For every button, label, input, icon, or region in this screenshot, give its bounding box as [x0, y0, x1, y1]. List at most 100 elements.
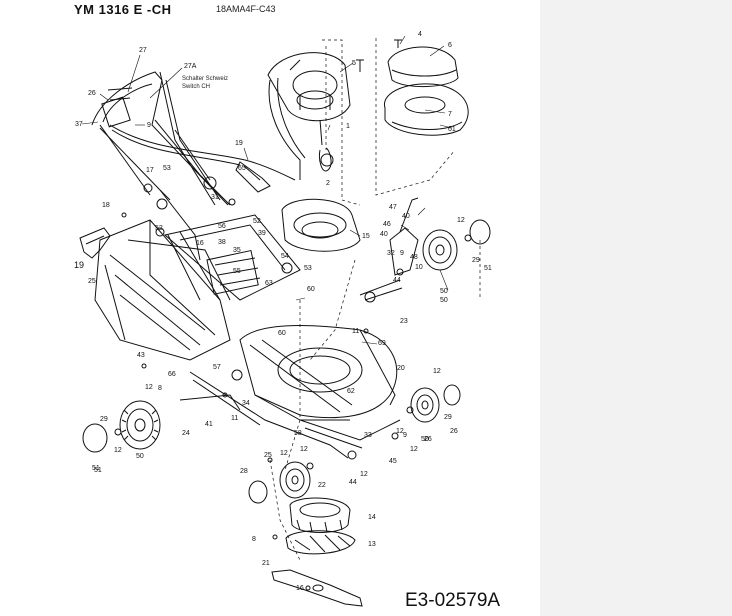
callout-56: 56 — [218, 223, 226, 230]
callout-69: 69 — [378, 340, 386, 347]
rear-axle — [179, 371, 349, 459]
callout-29-c: 29 — [444, 414, 452, 421]
callout-63: 63 — [265, 280, 273, 287]
callout-26: 26 — [88, 90, 96, 97]
callout-16-b: 16 — [296, 585, 304, 592]
callout-47: 47 — [389, 204, 397, 211]
callout-50-b: 50 — [136, 453, 144, 460]
callout-60-b: 60 — [307, 286, 315, 293]
callout-52-b: 52 — [253, 218, 261, 225]
callout-28: 28 — [240, 468, 248, 475]
callout-8: 8 — [158, 385, 162, 392]
callout-9-c: 9 — [400, 250, 404, 257]
callout-12-b: 12 — [145, 384, 153, 391]
document-reference: E3-02579A — [405, 590, 501, 611]
motor-assembly — [267, 52, 351, 180]
callout-37: 37 — [75, 121, 83, 128]
callout-51-c: 51 — [92, 465, 100, 472]
callout-17: 17 — [146, 167, 154, 174]
callout-66: 66 — [168, 371, 176, 378]
callout-33: 33 — [364, 432, 372, 439]
callout-25-b: 25 — [264, 452, 272, 459]
height-adjuster-right — [359, 197, 419, 301]
callout-23: 23 — [400, 318, 408, 325]
callout-19-upper: 19 — [235, 140, 243, 147]
callout-12-c: 12 — [433, 368, 441, 375]
callout-53-b: 53 — [304, 265, 312, 272]
callout-12-d: 12 — [300, 446, 308, 453]
callout-18: 18 — [102, 202, 110, 209]
callout-25: 25 — [88, 278, 96, 285]
callout-12-g: 12 — [410, 446, 418, 453]
callout-15: 15 — [362, 233, 370, 240]
callout-5: 5 — [352, 60, 356, 67]
callout-13: 13 — [368, 541, 376, 548]
callout-26-b: 26 — [424, 436, 432, 443]
callout-4: 4 — [418, 31, 422, 38]
callout-21: 21 — [262, 560, 270, 567]
callout-50-a: 50 — [440, 288, 448, 295]
callout-44-b: 44 — [349, 479, 357, 486]
callout-40-b: 40 — [402, 213, 410, 220]
switch-note-line1: Schalter Schweiz — [182, 76, 228, 82]
callout-51-a: 51 — [484, 265, 492, 272]
mower-deck-20 — [239, 325, 398, 421]
callout-9: 9 — [147, 122, 151, 129]
grass-catcher — [94, 219, 231, 361]
motor-base-15 — [281, 198, 361, 252]
callout-43: 43 — [137, 352, 145, 359]
callout-41: 41 — [205, 421, 213, 428]
fan-14 — [289, 497, 351, 533]
background-strip — [540, 0, 732, 616]
wheel-front-right — [410, 387, 440, 423]
callout-12-a: 12 — [457, 217, 465, 224]
callout-20: 20 — [397, 365, 405, 372]
callout-22: 22 — [318, 482, 326, 489]
diagram-sheet: YM 1316 E -CH 18AMA4F-C43 — [74, 2, 501, 611]
hubcap-51-right — [469, 219, 491, 245]
callout-16: 16 — [196, 240, 204, 247]
callout-60-a: 60 — [278, 330, 286, 337]
callout-27: 27 — [139, 47, 147, 54]
callout-9-b: 9 — [403, 432, 407, 439]
callout-55: 55 — [233, 268, 241, 275]
callout-12-f: 12 — [280, 450, 288, 457]
exploded-view-drawing: 27 4 6 5 26 9 37 1 7 61 19 2 17 53 65 31… — [74, 31, 492, 607]
hubcap-51-left — [82, 423, 108, 453]
callout-50-d: 50 — [421, 436, 429, 443]
wheel-50-left — [119, 400, 161, 450]
callout-2: 2 — [326, 180, 330, 187]
callout-12-h: 12 — [396, 428, 404, 435]
callout-48: 48 — [410, 254, 418, 261]
model-title: YM 1316 E -CH — [74, 2, 172, 17]
handle-knob-19-lower — [79, 227, 111, 259]
switch-note-line2: Switch CH — [182, 84, 210, 90]
callout-65: 65 — [238, 165, 246, 172]
hubcap-front-right — [443, 384, 461, 406]
callout-54: 54 — [281, 253, 289, 260]
callout-39: 39 — [258, 230, 266, 237]
callout-35: 35 — [233, 247, 241, 254]
callout-57: 57 — [213, 364, 221, 371]
callout-8-b: 8 — [252, 536, 256, 543]
callout-53: 53 — [163, 165, 171, 172]
callout-10: 10 — [415, 264, 423, 271]
callout-12-i: 12 — [360, 471, 368, 478]
callout-labels: 27 4 6 5 26 9 37 1 7 61 19 2 17 53 65 31… — [74, 31, 492, 592]
hubcap-bottom — [248, 480, 268, 504]
callout-44: 44 — [393, 277, 401, 284]
callout-7: 7 — [448, 111, 452, 118]
callout-31: 31 — [211, 194, 219, 201]
callout-58: 58 — [294, 430, 302, 437]
callout-51-b: 51 — [94, 467, 102, 474]
handle-knob-19-upper — [235, 161, 271, 193]
callout-32: 32 — [387, 250, 395, 257]
callout-45: 45 — [389, 458, 397, 465]
front-axle — [299, 419, 401, 449]
callout-29-b: 29 — [472, 257, 480, 264]
fasteners — [114, 39, 472, 591]
callout-34: 34 — [242, 400, 250, 407]
callout-11-b: 11 — [231, 415, 238, 422]
callout-29-a: 29 — [100, 416, 108, 423]
